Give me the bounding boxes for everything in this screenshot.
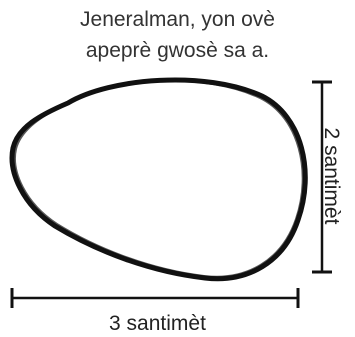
width-dimension-line — [10, 288, 300, 308]
ovary-outline — [9, 77, 308, 282]
caption-line-2: apeprè gwosè sa a. — [85, 39, 270, 62]
caption-line-1: Jeneralman, yon ovè — [80, 8, 275, 31]
width-label: 3 santimèt — [109, 312, 206, 335]
caption: Jeneralman, yon ovè apeprè gwosè sa a. — [0, 4, 355, 66]
height-dimension-line — [312, 80, 332, 274]
height-label: 2 santimèt — [320, 127, 343, 225]
